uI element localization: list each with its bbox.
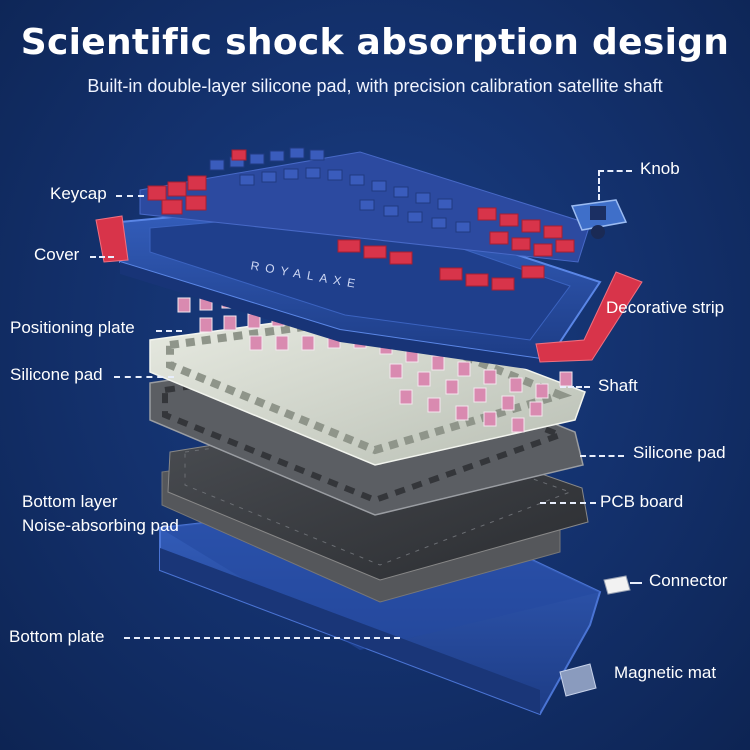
connector-leader-line [630,582,642,584]
positioning-plate-label: Positioning plate [10,318,135,337]
silicone-pad-left-label: Silicone pad [10,365,103,384]
cover-leader-line [90,256,114,258]
shaft-leader-line [560,386,590,388]
page-subtitle: Built-in double-layer silicone pad, with… [87,76,663,96]
knob-leader-line [598,170,632,172]
connector-part [603,575,631,595]
bottom-plate-label: Bottom plate [9,627,105,646]
positioning-plate-leader-line [156,330,182,332]
magnetic-mat-label: Magnetic mat [614,663,717,682]
decorative-strip-label: Decorative strip [606,298,725,317]
knob-leader-vertical [598,170,600,200]
connector-label: Connector [649,571,728,590]
page-title: Scientific shock absorption design [20,22,730,63]
pcb-board-leader-line [540,502,596,504]
cover-label: Cover [34,245,80,264]
bottom-plate-leader-line [124,637,400,639]
pcb-board-label: PCB board [600,492,684,511]
silicone-pad-left-leader-line [114,376,174,378]
silicone-pad-right-label: Silicone pad [633,443,726,462]
bottom-layer-label-line1: Bottom layer [22,492,118,511]
silicone-pad-right-leader-line [580,455,624,457]
keycap-label: Keycap [50,184,107,203]
bottom-layer-label-line2: Noise-absorbing pad [22,516,179,535]
keycap-leader-line [116,195,144,197]
magnetic-mat-part [559,663,597,697]
knob-label: Knob [640,159,680,178]
shaft-label: Shaft [598,376,638,395]
decorative-strip-part [95,215,643,363]
knob-part [570,199,628,239]
keycaps-part [139,147,591,291]
